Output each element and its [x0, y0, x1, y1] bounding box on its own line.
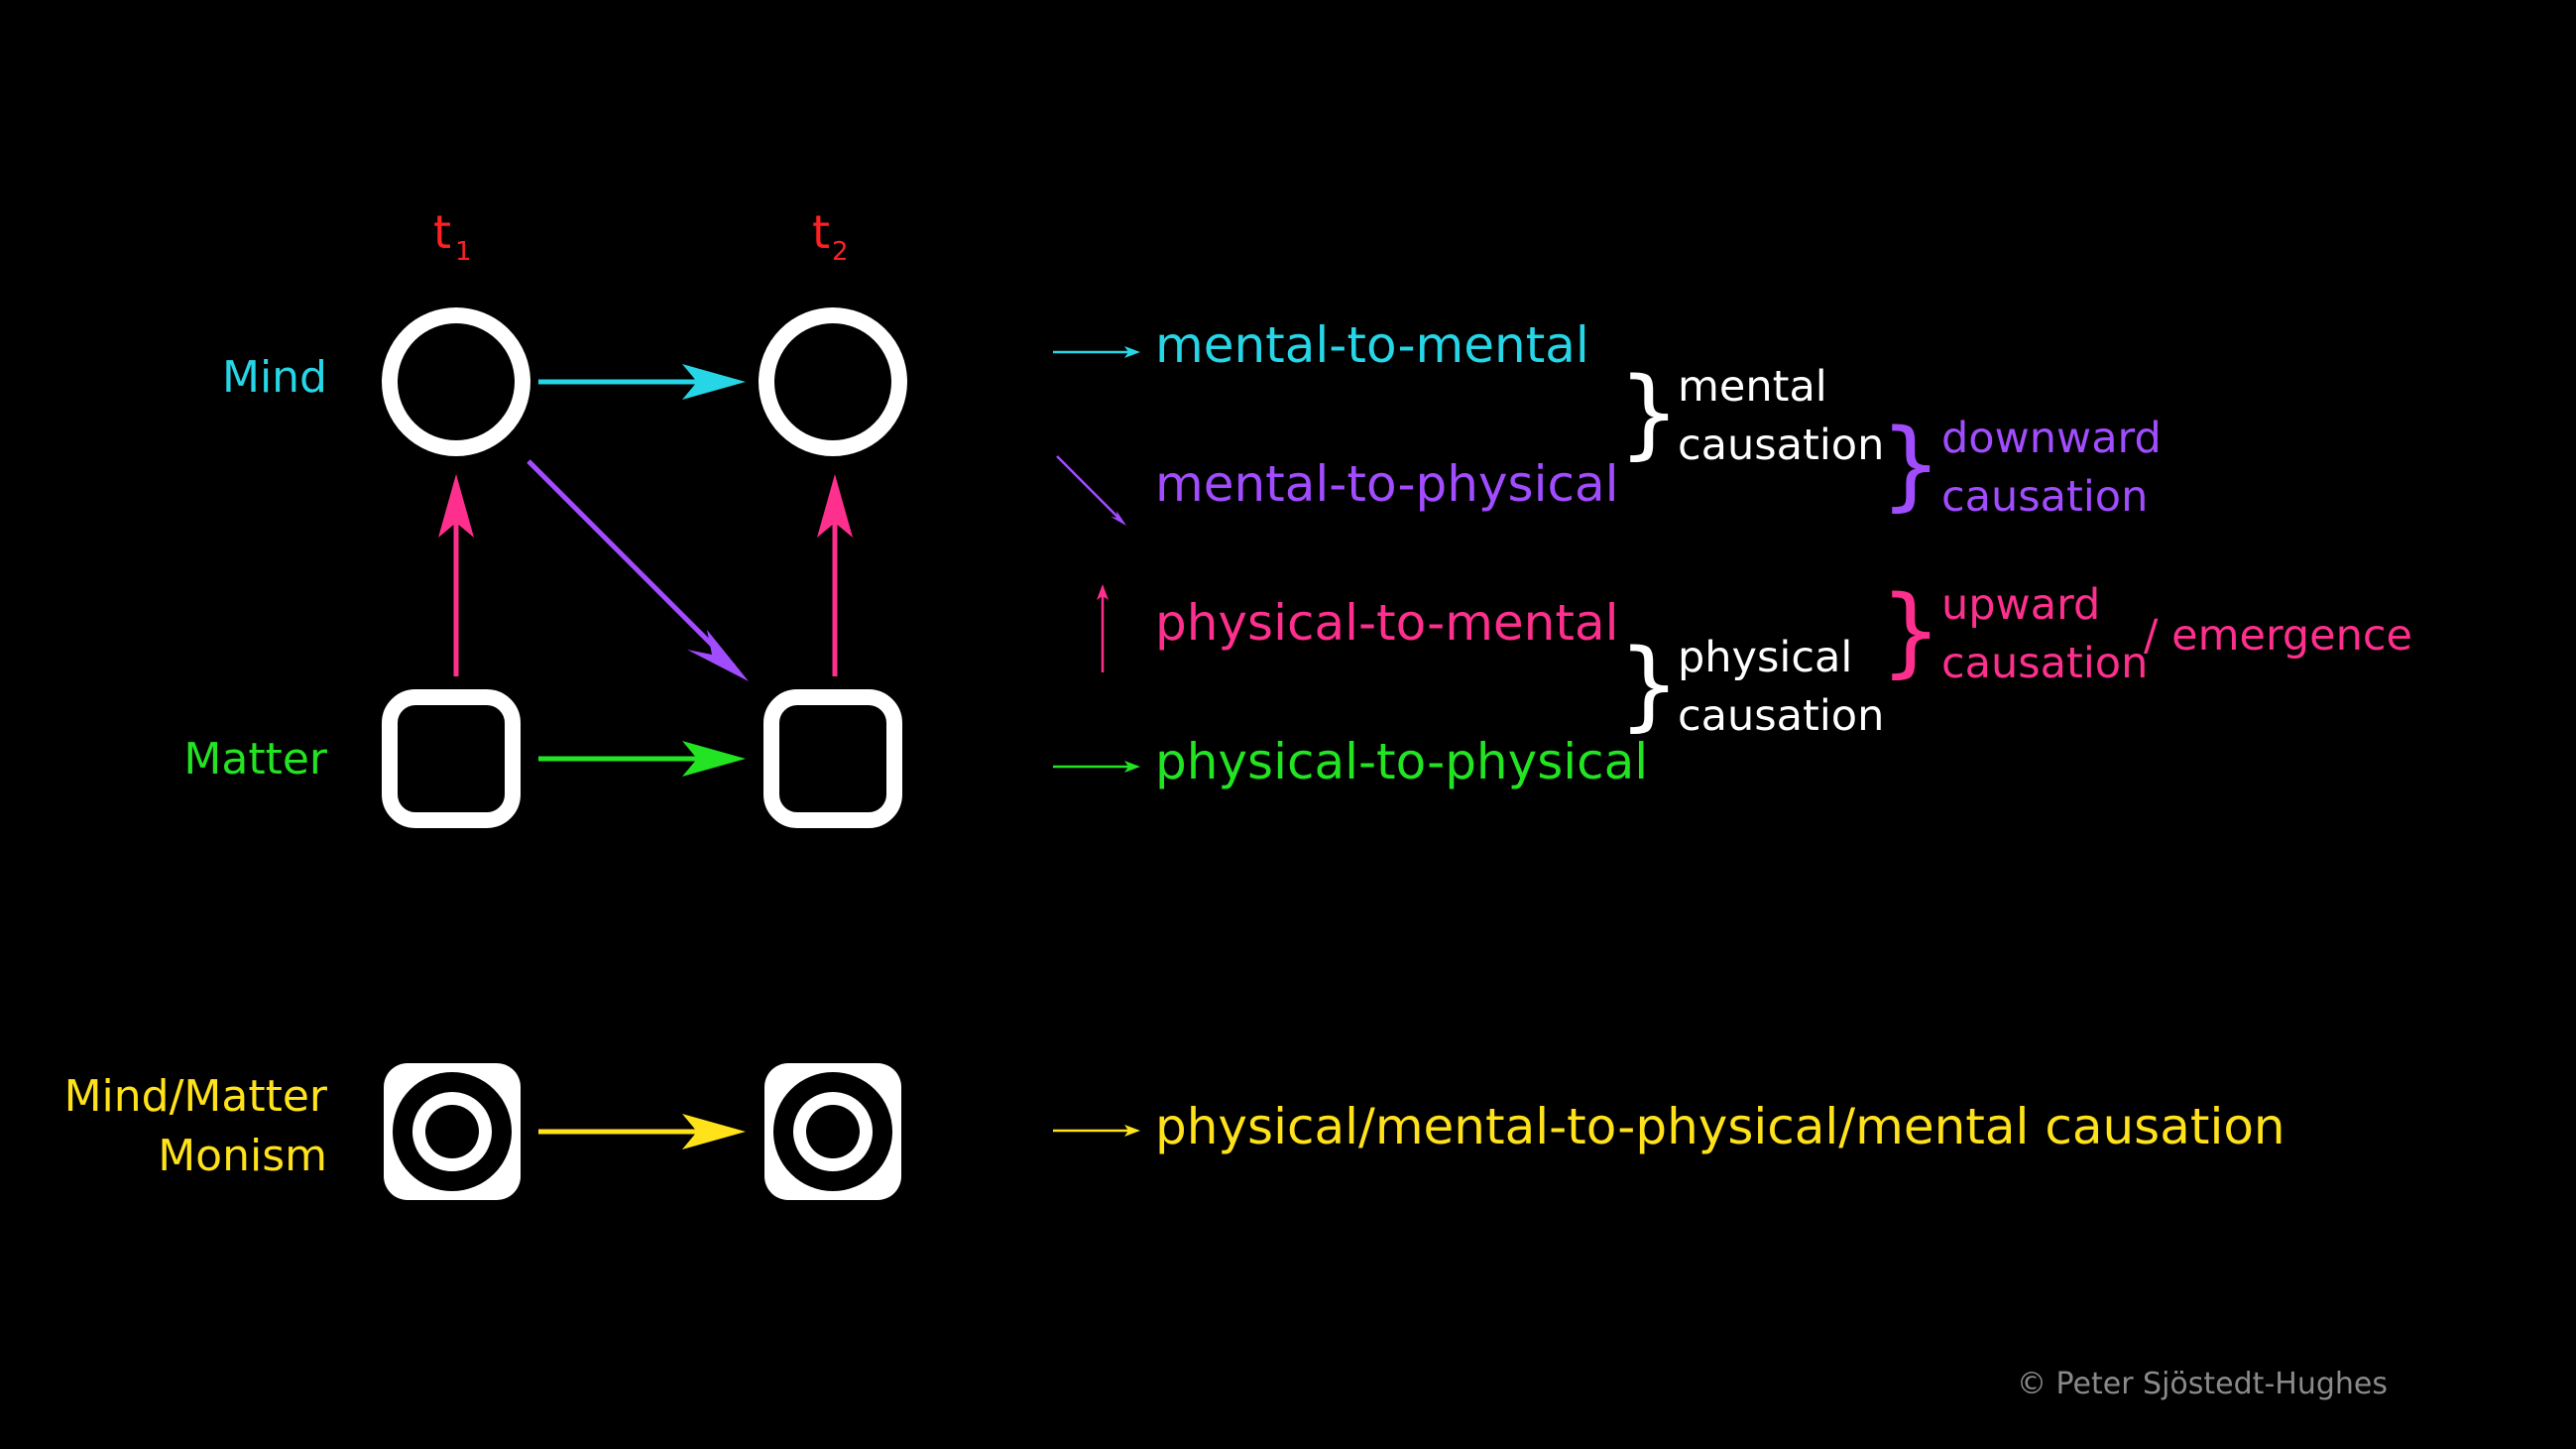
time-label-t2-main: t: [812, 205, 830, 259]
group-label-downward-line1: downward: [1941, 414, 2162, 463]
time-label-t2-subscript: 2: [832, 237, 849, 267]
group-label-upward-line1: upward: [1941, 580, 2100, 630]
legend-label-mental-to-mental: mental-to-mental: [1155, 316, 1589, 374]
arrow-monism: [538, 1114, 746, 1149]
group-label-upward-line2: causation: [1941, 639, 2148, 688]
row-label-monism-line1: Mind/Matter: [64, 1071, 328, 1122]
matter-node-t1: [382, 689, 521, 828]
group-label-mental-line1: mental: [1678, 362, 1827, 412]
time-label-t1-main: t: [433, 205, 451, 259]
legend-icon-physical-to-physical: [1053, 761, 1140, 773]
legend-label-physical-to-mental: physical-to-mental: [1155, 594, 1618, 652]
group-label-physical-line2: causation: [1678, 691, 1884, 741]
group-label-physical-line1: physical: [1678, 633, 1852, 682]
monism-node-t1: [384, 1063, 521, 1200]
credit-text: © Peter Sjöstedt-Hughes: [2017, 1367, 2388, 1401]
arrow-physical-to-physical: [538, 741, 746, 777]
time-label-t2: t 2: [812, 205, 849, 267]
legend-icon-mental-to-mental: [1053, 346, 1140, 358]
arrow-physical-to-mental-t2: [817, 474, 853, 676]
brace-mental-causation: }: [1618, 357, 1680, 470]
group-label-emergence: / emergence: [2144, 611, 2412, 661]
arrow-mental-to-mental: [538, 364, 746, 400]
group-label-mental-line2: causation: [1678, 421, 1884, 470]
legend-icon-mental-to-physical: [1056, 455, 1126, 526]
time-label-t1: t 1: [433, 205, 472, 267]
arrow-physical-to-mental-t1: [438, 474, 474, 676]
group-label-downward-line2: causation: [1941, 472, 2148, 522]
mind-node-t1: [382, 307, 530, 456]
arrow-mental-to-physical: [527, 459, 749, 681]
mind-node-t2: [759, 307, 907, 456]
legend-icon-monism: [1053, 1125, 1140, 1137]
legend-label-monism: physical/mental-to-physical/mental causa…: [1155, 1098, 2285, 1155]
brace-downward-causation: }: [1880, 409, 1941, 522]
row-label-mind: Mind: [222, 352, 327, 403]
row-label-matter: Matter: [183, 734, 328, 785]
time-label-t1-subscript: 1: [455, 237, 472, 267]
matter-node-t2: [763, 689, 902, 828]
brace-physical-causation: }: [1618, 629, 1680, 742]
row-label-monism-line2: Monism: [158, 1131, 327, 1181]
legend-icon-physical-to-mental: [1097, 584, 1109, 672]
monism-node-t2: [764, 1063, 901, 1200]
brace-upward-causation: }: [1880, 575, 1941, 688]
legend-label-physical-to-physical: physical-to-physical: [1155, 733, 1648, 790]
legend-label-mental-to-physical: mental-to-physical: [1155, 455, 1618, 513]
